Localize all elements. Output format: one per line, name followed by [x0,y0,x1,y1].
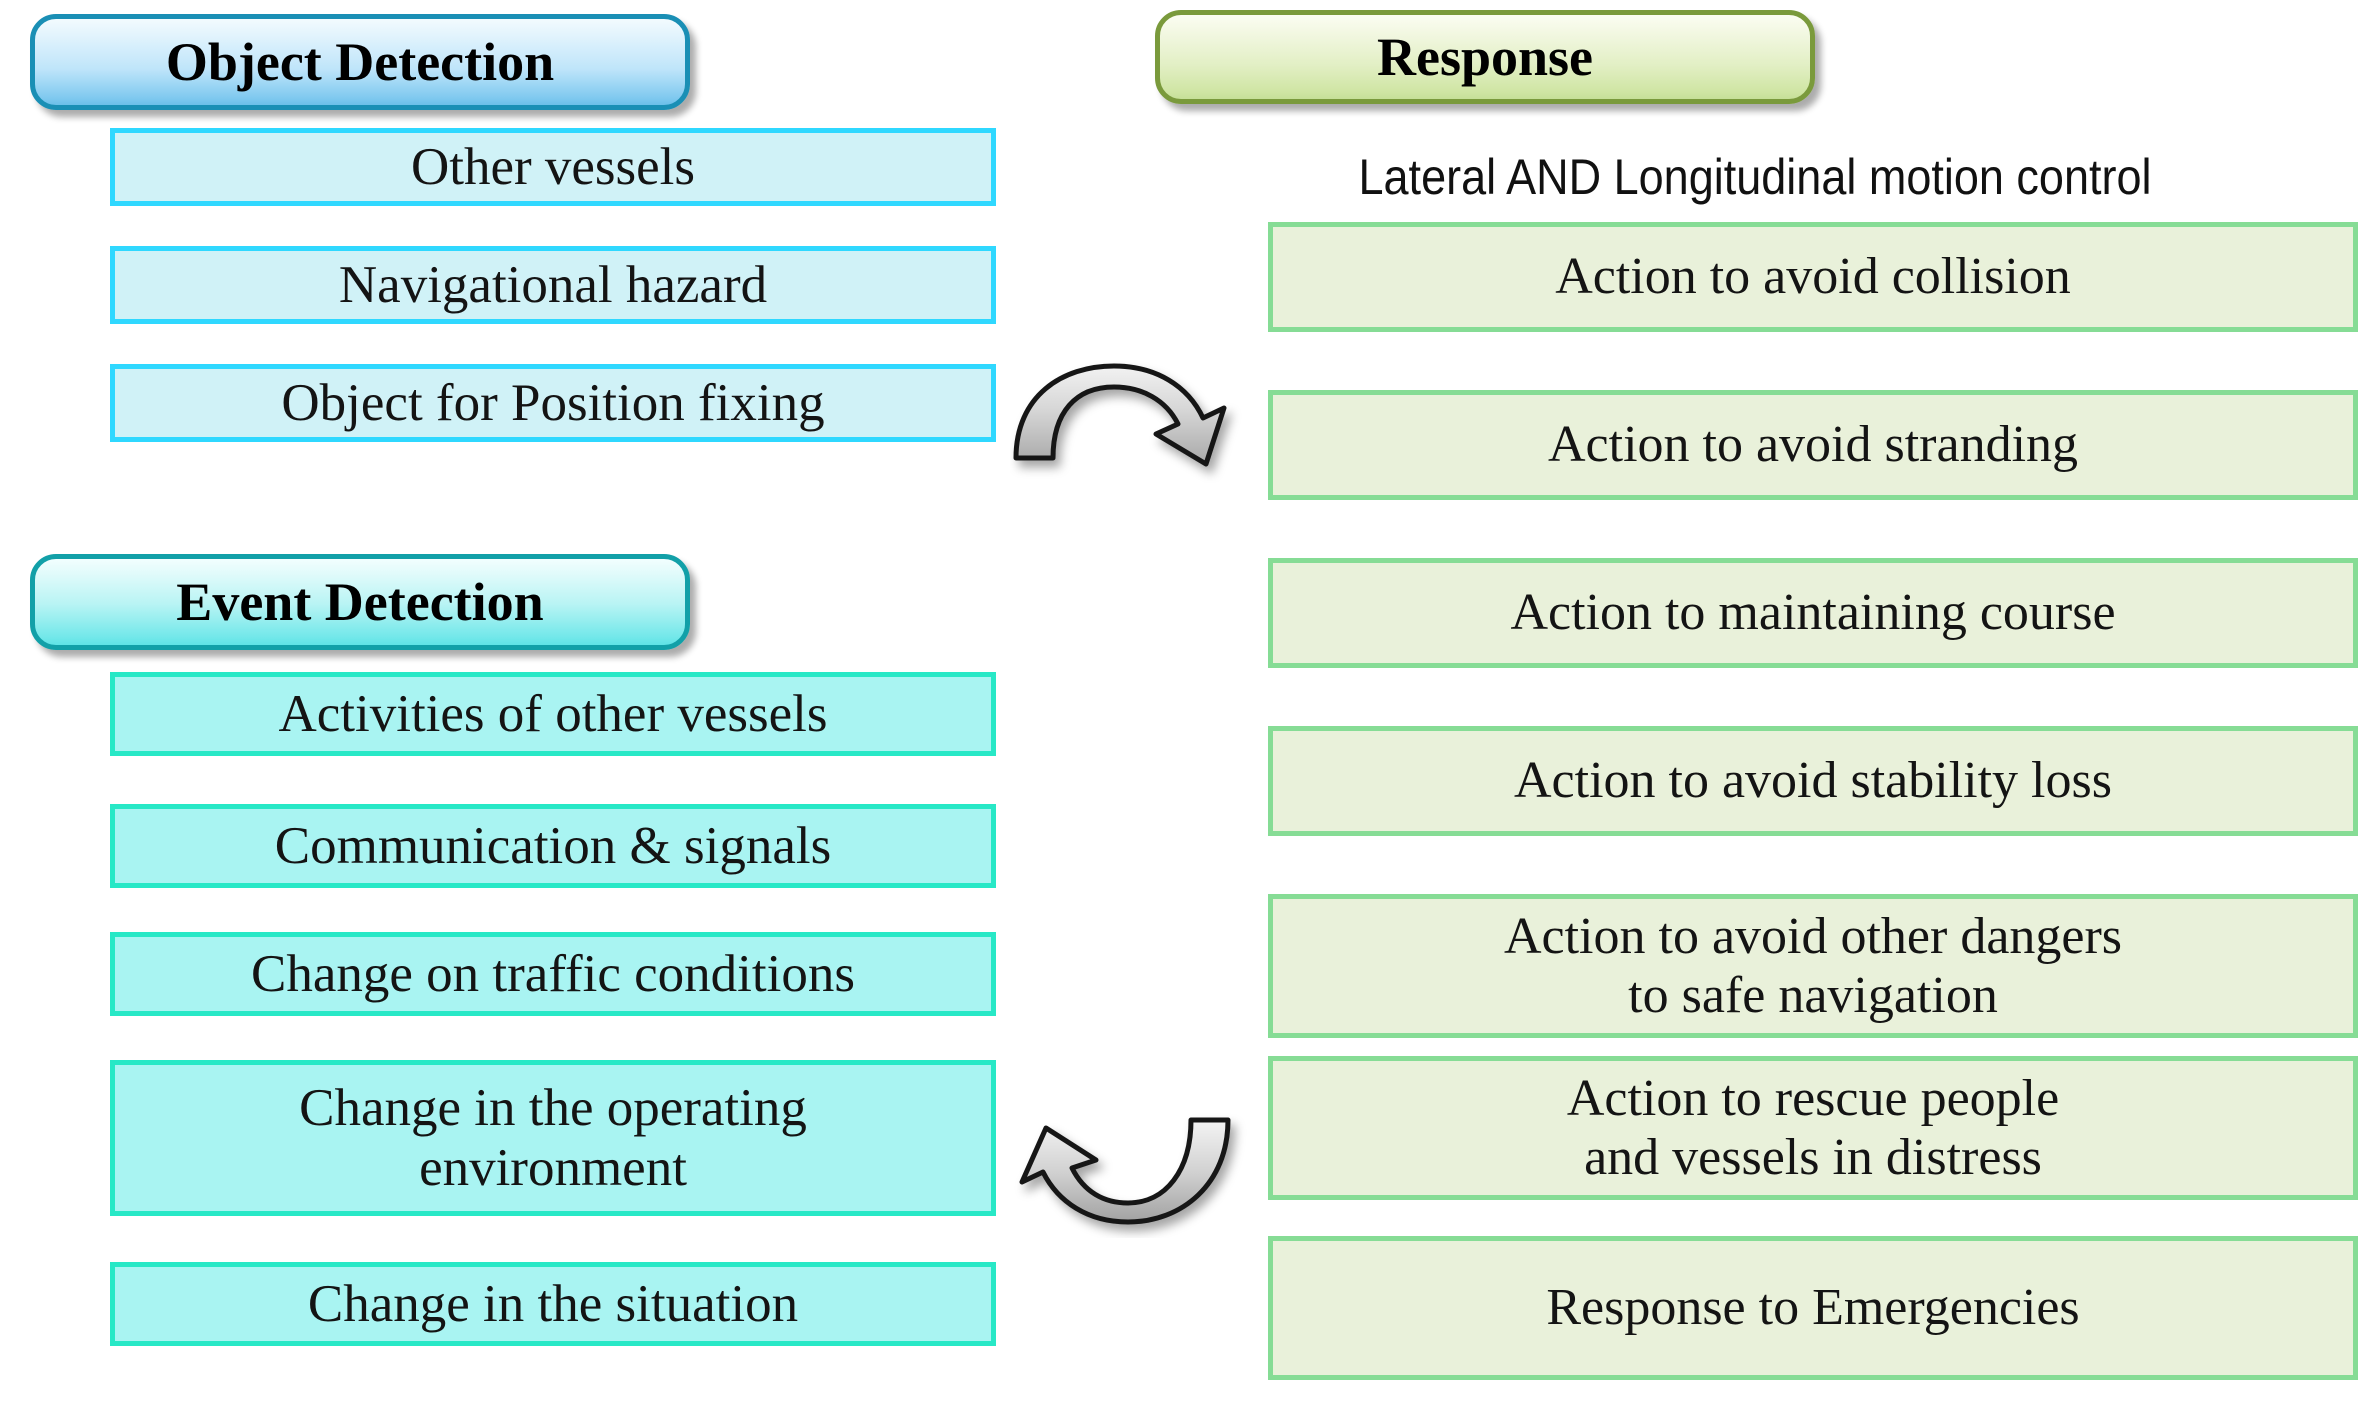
arrow-bottom-icon [1019,1117,1231,1225]
response-item-6[interactable]: Response to Emergencies [1268,1236,2358,1380]
object-detection-item-2[interactable]: Object for Position fixing [110,364,996,442]
event-detection-item-0[interactable]: Activities of other vessels [110,672,996,756]
event-detection-item-2[interactable]: Change on traffic conditions [110,932,996,1016]
event-detection-item-4[interactable]: Change in the situation [110,1262,996,1346]
response-header: Response [1155,10,1815,104]
response-item-4[interactable]: Action to avoid other dangers to safe na… [1268,894,2358,1038]
response-subtitle: Lateral AND Longitudinal motion control [1358,149,2152,205]
event-detection-item-3[interactable]: Change in the operating environment [110,1060,996,1216]
response-item-5[interactable]: Action to rescue people and vessels in d… [1268,1056,2358,1200]
event-detection-header: Event Detection [30,554,690,650]
object-detection-item-0[interactable]: Other vessels [110,128,996,206]
response-item-1[interactable]: Action to avoid stranding [1268,390,2358,500]
response-item-2[interactable]: Action to maintaining course [1268,558,2358,668]
object-detection-item-1[interactable]: Navigational hazard [110,246,996,324]
response-item-3[interactable]: Action to avoid stability loss [1268,726,2358,836]
object-detection-header: Object Detection [30,14,690,110]
response-item-0[interactable]: Action to avoid collision [1268,222,2358,332]
event-detection-item-1[interactable]: Communication & signals [110,804,996,888]
arrow-top-icon [1013,363,1227,467]
